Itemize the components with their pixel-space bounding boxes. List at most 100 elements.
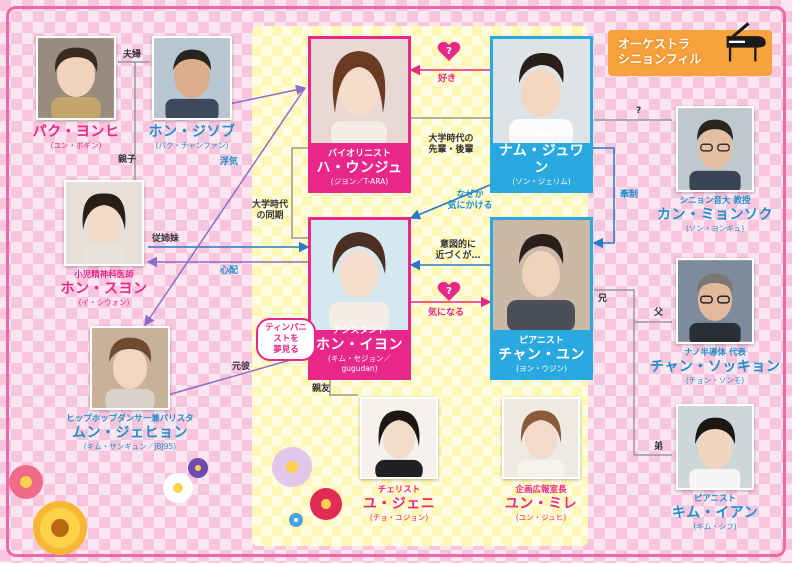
flower-lilac-icon [268,444,316,490]
flower-purple-icon [186,456,210,480]
rel-senior-line2: 先輩・後輩 [428,145,474,155]
rel-likes: 好き [438,74,457,84]
role-hong-iyon: アシスタント [332,326,387,336]
rel-cousins: 従姉妹 [152,234,180,244]
line-restrain [585,142,615,249]
rel-intent-line1: 意図的に [439,240,476,250]
name-kang-myeongsok: カン・ミョンソク [657,207,773,223]
actor-yu-jeni: (チョ・ユジョン) [369,513,429,522]
role-hong-suyon: 小児精神科医師 [74,270,134,280]
orchestra-line1: オーケストラ [618,37,691,51]
grand-piano-icon [726,22,766,62]
card-nam-juwan: 指揮者 ナム・ジュワン (ソン・ジェリム) [490,36,593,193]
rel-ex: 元彼 [232,362,251,372]
rel-parent-child: 親子 [118,155,137,165]
actor-nam-juwan: (ソン・ジェリム) [512,177,571,186]
name-mun-jaehyon: ムン・ジェヒョン [72,425,188,441]
bubble-line2: 夢見る [273,345,299,355]
actor-hong-suyon: (イ・シウォン) [78,298,130,307]
rel-best-friend: 親友 [312,384,331,394]
rel-cheating: 浮気 [220,157,239,167]
rel-concerned: 気になる [428,308,465,318]
photo-yu-jeni [360,397,438,479]
rel-younger-brother: 弟 [654,442,664,452]
rel-same-year: 大学時代 の同期 [248,200,292,222]
actor-kang-myeongsok: (ソン・ヨンギュ) [685,224,745,233]
photo-chan-sokyon [676,258,754,344]
name-chan-yun: チャン・ユン [498,347,585,363]
rel-same-year-line2: の同期 [256,211,284,221]
flower-gerbera-icon [28,498,92,558]
rel-couple: 夫婦 [123,50,142,60]
name-hong-iyon: ホン・イヨン [316,337,403,353]
actor-mun-jaehyon: (キム・サンギュン／JBJ95) [83,442,177,451]
photo-park-yonghi [36,36,116,120]
photo-hong-jisub [152,36,232,120]
label-hong-suyon: 小児精神科医師 ホン・スヨン (イ・シウォン) [44,270,164,308]
rel-restrain: 牽制 [620,190,639,200]
rel-brother: 兄 [598,294,608,304]
name-yun-mire: ユン・ミレ [504,496,578,512]
card-ha-eunju: バイオリニスト ハ・ウンジュ (ジヨン／T-ARA) [308,36,411,193]
rel-curious: なぜか 気にかける [440,190,500,212]
card-hong-iyon: アシスタント ホン・イヨン (キム・セジョン／gugudan) [308,217,411,380]
rel-senior-junior: 大学時代の 先輩・後輩 [412,134,490,156]
actor-ha-eunju: (ジヨン／T-ARA) [330,177,389,186]
role-kang-myeongsok: シニョン音大 教授 [679,196,751,206]
rel-intent: 意図的に 近づくが… [426,240,490,262]
orchestra-line2: シニョンフィル [618,52,702,66]
actor-park-yonghi: (ユン・ボギン) [50,141,102,150]
label-yu-jeni: チェリスト ユ・ジェニ (チョ・ユジョン) [344,485,454,523]
actor-chan-yun: (ヨン・ウジン) [516,364,567,373]
name-ha-eunju: ハ・ウンジュ [316,160,403,176]
role-nam-juwan: 指揮者 [527,132,555,142]
role-yu-jeni: チェリスト [377,485,421,495]
line-cheating-2 [144,87,306,327]
flower-blue-icon [288,512,304,528]
actor-hong-iyon: (キム・セジョン／gugudan) [328,354,391,373]
flower-white-icon [158,470,198,506]
photo-hong-suyon [64,180,144,266]
name-park-yonghi: パク・ヨンヒ [32,124,120,140]
heart-top-mark: ? [446,46,452,57]
name-nam-juwan: ナム・ジュワン [498,143,585,176]
role-yun-mire: 企画広報室長 [515,485,567,495]
photo-mun-jaehyon [90,326,170,410]
photo-kang-myeongsok [676,106,754,192]
name-hong-suyon: ホン・スヨン [60,281,148,297]
name-chan-sokyon: チャン・ソッキョン [650,359,781,375]
rel-intent-line2: 近づくが… [435,251,481,261]
name-hong-jisub: ホン・ジソブ [148,124,236,140]
bubble-line1: ティンパニストを [265,323,307,344]
label-park-yonghi: パク・ヨンヒ (ユン・ボギン) [26,124,126,151]
name-yu-jeni: ユ・ジェニ [362,496,436,512]
photo-kim-ian [676,404,754,490]
page-frame [6,6,786,557]
rel-question: ? [636,106,642,116]
role-chan-yun: ピアニスト [519,336,564,346]
actor-kim-ian: (キム・シフ) [693,522,737,531]
name-kim-ian: キム・イアン [671,505,759,521]
actor-hong-jisub: (パク・チャンファン) [155,141,229,150]
line-brother [594,289,672,456]
role-ha-eunju: バイオリニスト [327,149,391,159]
rel-same-year-line1: 大学時代 [251,200,288,210]
label-kim-ian: ピアニスト キム・イアン (キム・シフ) [660,494,770,532]
label-kang-myeongsok: シニョン音大 教授 カン・ミョンソク (ソン・ヨンギュ) [650,196,780,234]
rel-curious-line1: なぜか [456,190,484,200]
rel-worry: 心配 [220,266,239,276]
rel-curious-line2: 気にかける [447,201,493,211]
line-ex [148,354,309,403]
actor-yun-mire: (ユン・ジュヒ) [515,513,567,522]
role-mun-jaehyon: ヒップホップダンサー兼バリスタ [66,414,194,424]
actor-chan-sokyon: (チョン・ソンモ) [685,376,745,385]
flower-red-icon [306,484,346,524]
heart-bottom: ? [437,280,461,302]
heart-top: ? [437,40,461,62]
label-hong-jisub: ホン・ジソブ (パク・チャンファン) [142,124,242,151]
heart-bottom-mark: ? [446,286,452,297]
orchestra-banner: オーケストラ シニョンフィル [608,22,772,76]
line-curious [409,184,491,220]
label-yun-mire: 企画広報室長 ユン・ミレ (ユン・ジュヒ) [486,485,596,523]
